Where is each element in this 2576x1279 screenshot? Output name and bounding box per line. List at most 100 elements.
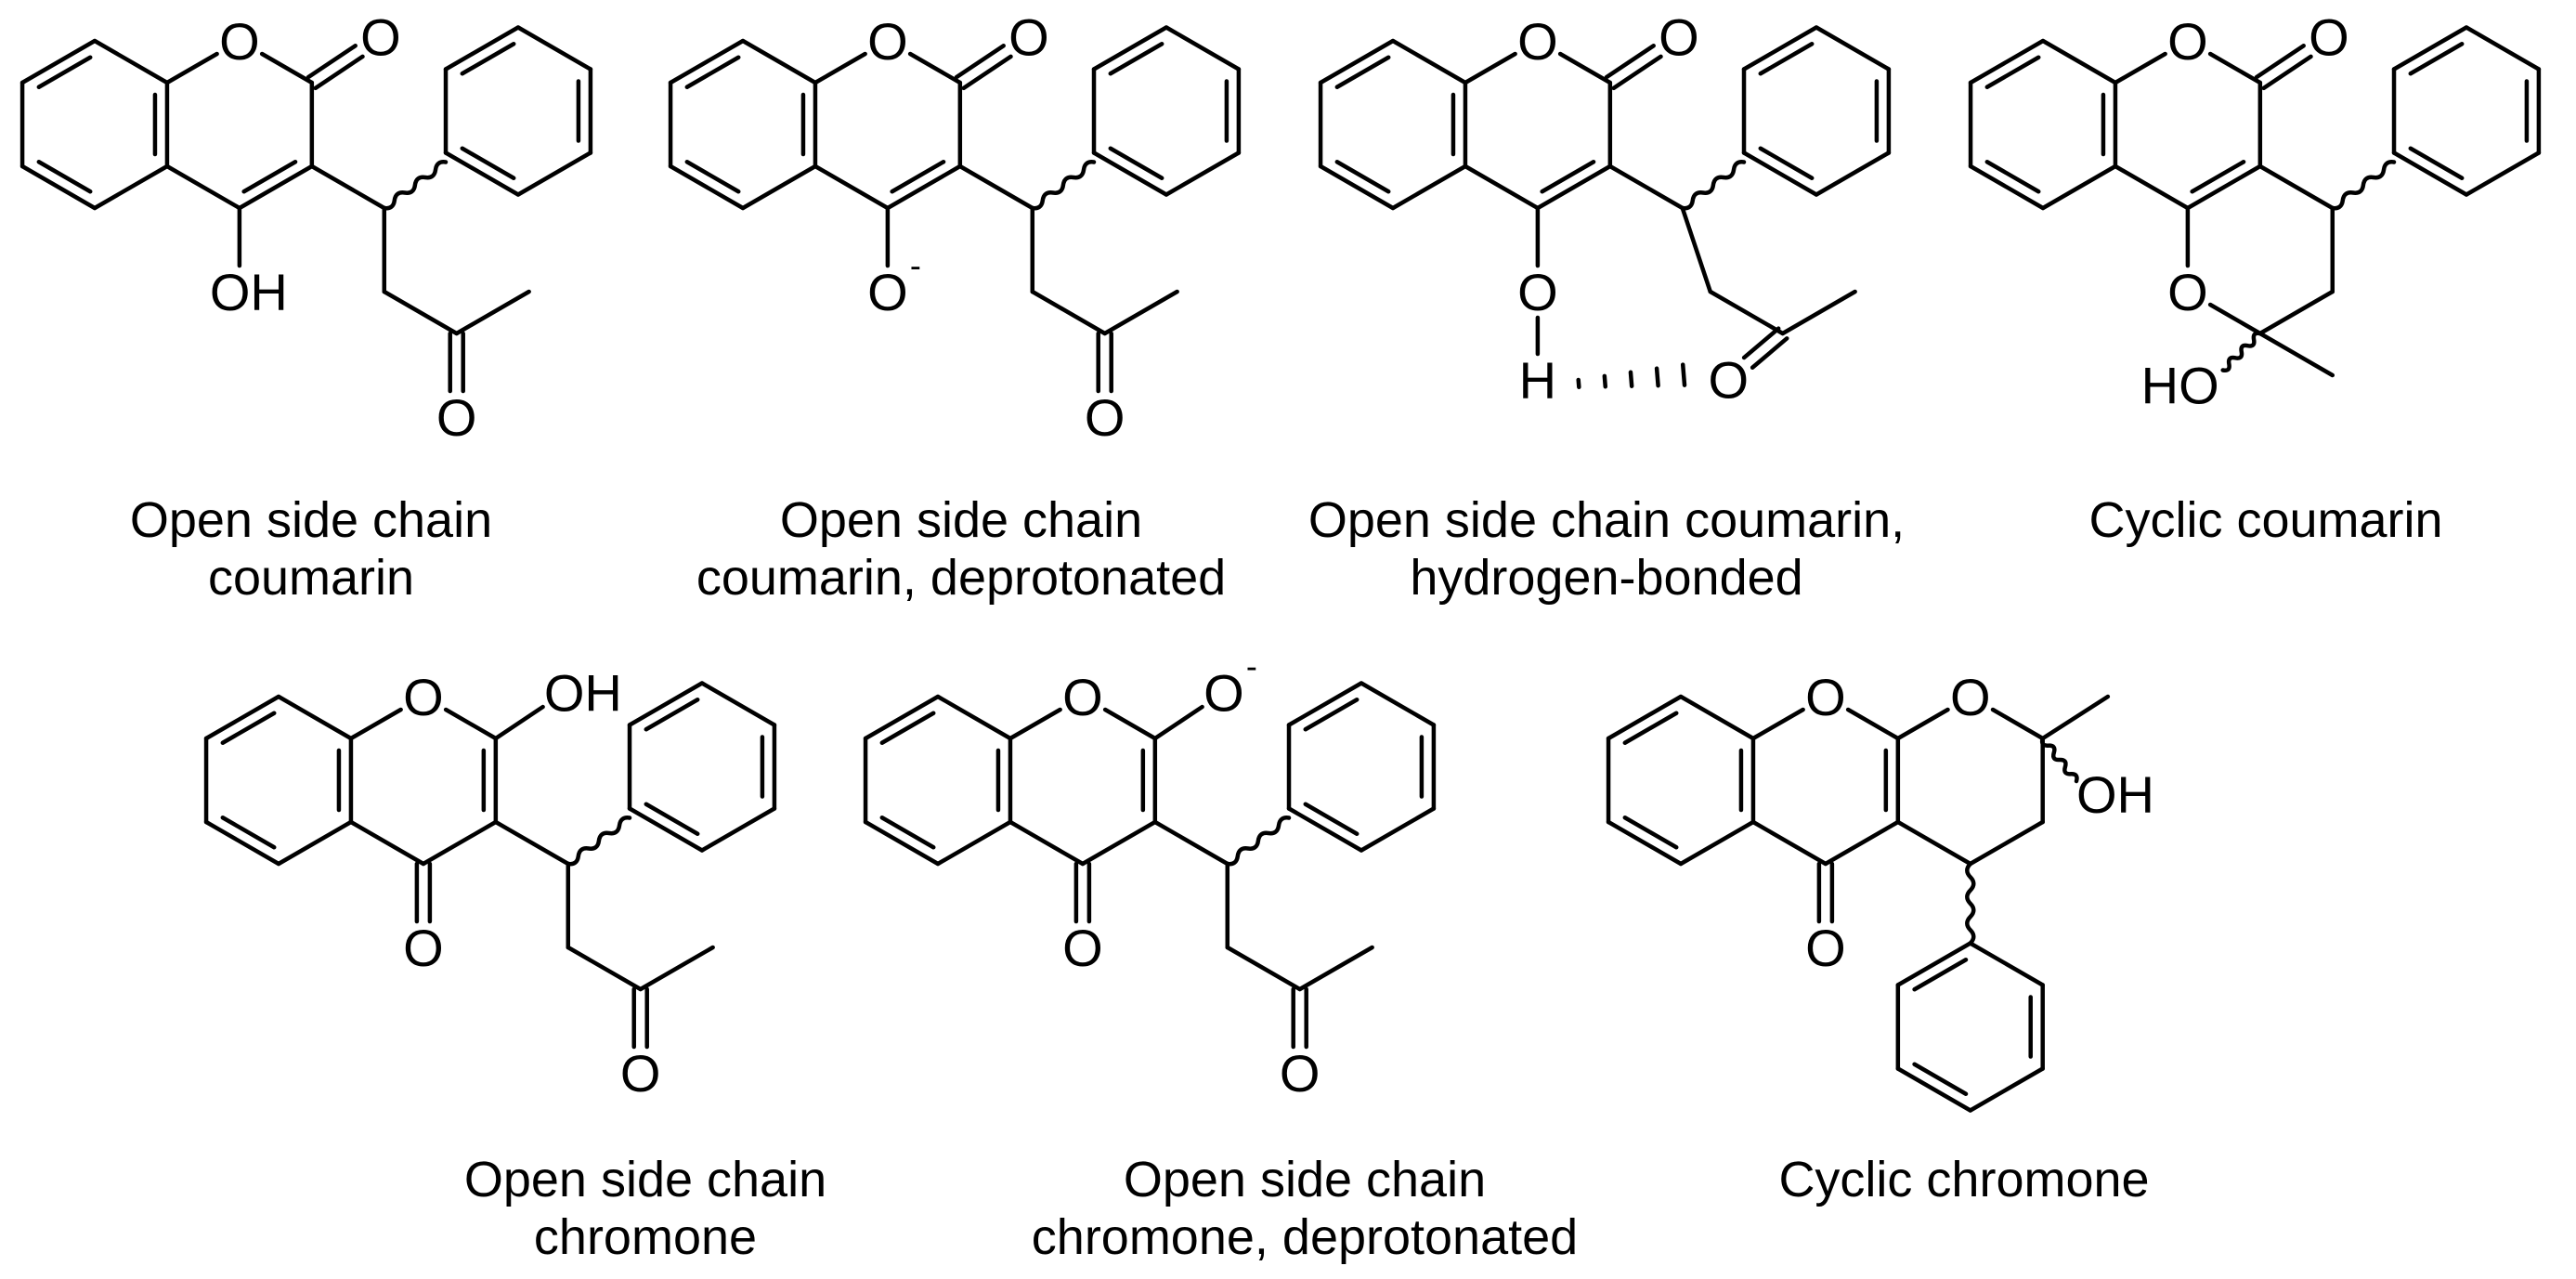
ketone-oxygen-label: O [436, 388, 477, 447]
wavy-bond [2220, 331, 2263, 373]
caption-line: hydrogen-bonded [1410, 550, 1802, 606]
bond [1968, 941, 2045, 987]
bond [1008, 707, 1062, 741]
double-bond-line [684, 159, 741, 194]
hydrogen-bond-hash [1654, 366, 1660, 388]
hydroxyl-oxygen-label: O [1517, 263, 1558, 321]
bond [1102, 289, 1179, 336]
bond [1091, 25, 1169, 72]
bond [2464, 150, 2542, 197]
bond [1606, 694, 1684, 741]
double-bond-line [220, 815, 277, 850]
wavy-bond [1030, 160, 1097, 211]
bond [1845, 707, 1901, 741]
hydrogen-bond-hash [1576, 377, 1581, 389]
ring-oxygen-label: O [1805, 668, 1846, 726]
bond [1678, 694, 1756, 741]
hydroxyl-label: HO [2141, 357, 2219, 415]
double-bond-line [1604, 43, 1656, 80]
bond [1814, 25, 1892, 72]
double-bond-line [2261, 54, 2313, 91]
wavy-bond [2330, 160, 2397, 211]
negative-charge: - [910, 246, 921, 284]
double-bond-line [2408, 42, 2465, 76]
double-bond-line [644, 802, 700, 836]
hydroxyl-label: OH [544, 664, 622, 723]
double-bond-line [1758, 146, 1815, 180]
ring-oxygen-label: O [2167, 12, 2208, 71]
bond [813, 163, 891, 211]
hydrogen-bond-hash [1602, 373, 1608, 389]
hydroxyl-label: OH [2076, 765, 2154, 824]
bond [443, 25, 521, 72]
double-bond-line [313, 54, 365, 91]
ketone-oxygen-label: O [1708, 351, 1749, 410]
bond [1680, 205, 1713, 294]
double-bond-line [644, 698, 700, 732]
bond [1678, 819, 1756, 867]
bond [2113, 163, 2191, 211]
double-bond-line [1750, 336, 1789, 370]
ring-oxygen-label: O [1517, 12, 1558, 71]
bond [935, 694, 1013, 741]
double-bond-line [1758, 42, 1815, 76]
carbonyl-oxygen-label: O [1659, 8, 1699, 67]
bond [1968, 819, 2045, 867]
bond [1080, 819, 1158, 867]
double-bond-line [1540, 159, 1596, 194]
bond [907, 51, 963, 85]
bond [2257, 163, 2335, 211]
bond [1286, 806, 1364, 853]
wavy-bond [1680, 160, 1747, 211]
caption-line: chromone, deprotonated [1032, 1209, 1578, 1265]
bond [454, 289, 531, 336]
double-bond-line [1108, 42, 1164, 76]
bond [493, 704, 545, 741]
bond [2185, 163, 2263, 211]
bond [2207, 51, 2263, 85]
ketone-oxygen-label: O [620, 1044, 661, 1103]
caption-line: coumarin [208, 550, 414, 606]
bond [1750, 707, 1805, 741]
double-bond-line [220, 711, 277, 746]
bond [813, 51, 867, 85]
negative-charge: - [1246, 647, 1257, 685]
bond [443, 150, 521, 197]
ring-oxygen-label: O [2167, 263, 2208, 321]
hydrogen-bond-hash [1680, 362, 1687, 387]
bond [276, 694, 354, 741]
wavy-bond [1225, 816, 1292, 867]
bond [1390, 38, 1468, 85]
double-bond-line [1334, 159, 1391, 194]
phenoxide-oxygen-label: O [867, 263, 908, 321]
bond [2113, 51, 2167, 85]
bond [203, 694, 281, 741]
double-bond-line [1984, 159, 2041, 194]
double-bond-line [684, 55, 741, 90]
bond [740, 38, 818, 85]
bond [1814, 150, 1892, 197]
bond [885, 163, 963, 211]
bond [1741, 25, 1819, 72]
double-bond-line [460, 146, 516, 180]
carbonyl-oxygen-label: O [403, 919, 444, 977]
bond [259, 51, 315, 85]
structure-caption: Cyclic coumarin [2088, 492, 2442, 548]
bond [276, 819, 354, 867]
double-bond-line [241, 159, 298, 194]
ring-oxygen-label: O [1062, 668, 1103, 726]
caption-line: Open side chain [780, 492, 1142, 548]
structure-caption: Cyclic chromone [1778, 1152, 2149, 1207]
bond [1152, 819, 1230, 867]
ring-oxygen-label: O [867, 12, 908, 71]
bond [566, 945, 643, 992]
wavy-bond [382, 160, 449, 211]
double-bond-line [2190, 159, 2246, 194]
bond [935, 819, 1013, 867]
bond [1164, 150, 1242, 197]
bond [699, 806, 777, 853]
bond [20, 38, 98, 85]
bond [1557, 51, 1613, 85]
